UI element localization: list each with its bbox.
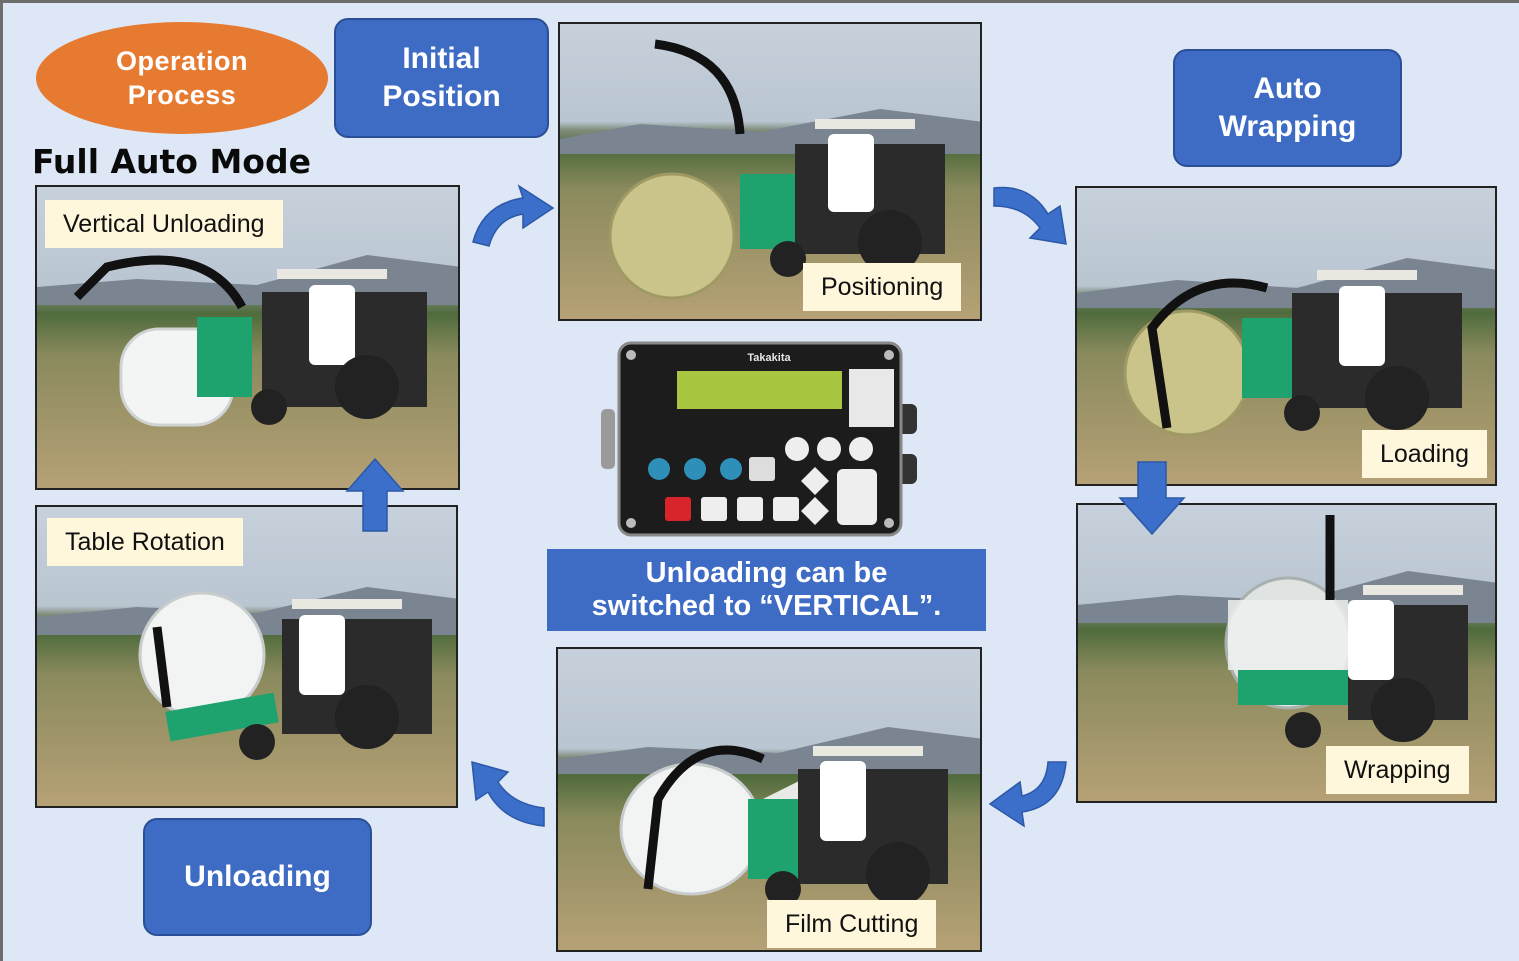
caption-wrapping: Wrapping [1326,746,1469,794]
tractor-illustration [1078,515,1495,748]
stage-auto-wrapping: Auto Wrapping [1173,49,1402,167]
photo-positioning [558,22,982,321]
control-box-illustration [601,341,917,537]
arrow-to-loading [993,186,1067,245]
arrow-to-positioning [472,184,555,247]
photo-table-rotation [35,505,458,808]
tractor-illustration [558,727,980,907]
caption-positioning: Positioning [803,263,962,311]
mode-title: Full Auto Mode [32,142,311,181]
controller-panel: Takakita [597,339,927,539]
tractor-illustration [37,587,456,760]
stage-unloading-label: Unloading [184,860,331,893]
tractor-illustration [1077,258,1495,437]
operation-process-badge: Operation Process [36,22,328,134]
arrow-to-vertical-unloading [345,457,405,532]
arrow-to-film-cutting [988,761,1067,828]
badge-line-1: Operation [115,46,248,76]
caption-table-rotation: Table Rotation [47,518,243,566]
stage-initial-line-2: Position [382,80,501,113]
arrow-to-table-rotation [471,760,545,827]
stage-initial-line-1: Initial [402,42,481,75]
vertical-unloading-note: Unloading can be switched to “VERTICAL”. [547,549,986,631]
note-line-1: Unloading can be [645,557,888,589]
badge-line-2: Process [127,80,237,110]
caption-film-cutting: Film Cutting [767,900,937,948]
caption-loading: Loading [1362,430,1487,478]
stage-auto-line-1: Auto [1253,72,1322,105]
stage-unloading: Unloading [143,818,372,936]
arrow-to-wrapping [1118,461,1186,536]
tractor-illustration [560,39,980,300]
controller-brand: Takakita [747,352,791,364]
stage-auto-line-2: Wrapping [1218,110,1357,143]
tractor-illustration [37,255,458,427]
stage-initial-position: Initial Position [334,18,549,138]
caption-vertical-unloading: Vertical Unloading [45,200,283,248]
note-line-2: switched to “VERTICAL”. [591,590,942,622]
